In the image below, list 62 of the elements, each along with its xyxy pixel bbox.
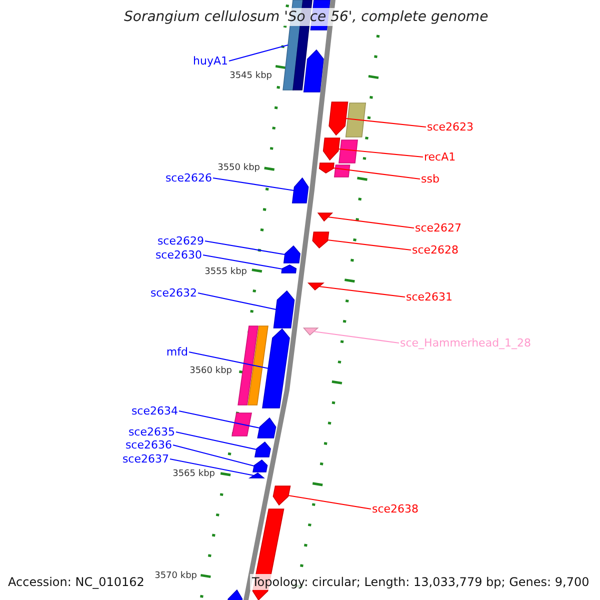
leader-line <box>333 167 420 180</box>
gene-block <box>248 326 268 406</box>
gene-label: sce2630 <box>155 248 202 262</box>
accession-text: Accession: NC_010162 <box>6 574 146 590</box>
gene-label: sce2637 <box>122 452 169 466</box>
gene-glyph <box>273 290 295 328</box>
gene-glyph <box>257 417 276 438</box>
leader-line <box>198 292 276 310</box>
gene-block <box>334 164 350 178</box>
leader-line <box>328 216 414 229</box>
leader-line <box>346 118 426 128</box>
gene-block <box>238 326 258 406</box>
gene-label: sce2627 <box>415 222 462 234</box>
gene-glyph <box>248 472 265 478</box>
gene-label: ssb <box>421 172 440 186</box>
gene-label: recA1 <box>424 150 456 164</box>
gene-label: sce2634 <box>131 404 178 418</box>
leader-line <box>204 240 286 256</box>
tick-label: 3570 kbp <box>154 571 197 581</box>
gene-block <box>232 412 252 436</box>
gene-label: sce2632 <box>150 286 197 300</box>
gene-label: sce2628 <box>412 244 459 256</box>
gene-label: mfd <box>166 346 188 358</box>
tick-label: 3550 kbp <box>218 163 260 173</box>
gene-glyph <box>254 441 271 458</box>
leader-line <box>176 431 256 450</box>
tick-label: 3560 kbp <box>190 366 232 376</box>
gene-glyph <box>318 162 334 174</box>
gene-block <box>345 102 366 138</box>
gene-label: sce_Hammerhead_1_28 <box>400 336 532 350</box>
gene-glyph <box>272 486 291 506</box>
leader-line <box>178 410 260 429</box>
gene-label: sce2629 <box>157 234 204 248</box>
gene-glyph <box>312 232 330 249</box>
gene-glyph <box>307 282 324 291</box>
gene-label: sce2635 <box>128 426 175 438</box>
gene-label: sce2638 <box>372 502 419 516</box>
leader-line <box>170 458 254 476</box>
gene-label: sce2623 <box>427 120 474 134</box>
gene-label: sce2636 <box>125 438 172 452</box>
leader-line <box>319 286 406 298</box>
diagram-title: Sorangium cellulosum 'So ce 56', complete genome <box>122 8 490 26</box>
leader-line <box>188 351 269 370</box>
leader-line <box>328 239 412 251</box>
leader-line <box>314 330 400 344</box>
leader-line <box>288 494 372 510</box>
tick-label: 3545 kbp <box>230 71 272 81</box>
gene-label: huyA1 <box>193 54 228 68</box>
tick-label: 3565 kbp <box>172 469 215 479</box>
gene-glyph <box>292 177 309 204</box>
genome-info-text: Topology: circular; Length: 13,033,779 bp; Genes: 9,700 <box>250 574 592 590</box>
gene-glyph <box>328 102 348 136</box>
gene-label: sce2631 <box>406 290 453 304</box>
gene-glyph <box>225 589 243 600</box>
gene-glyph <box>302 328 319 336</box>
leader-line <box>338 148 424 158</box>
leader-line <box>172 444 254 467</box>
leader-line <box>212 177 294 192</box>
gene-glyph <box>317 212 334 222</box>
leader-line <box>202 254 282 270</box>
gene-label: sce2626 <box>165 172 212 184</box>
tick-label: 3555 kbp <box>204 267 247 277</box>
